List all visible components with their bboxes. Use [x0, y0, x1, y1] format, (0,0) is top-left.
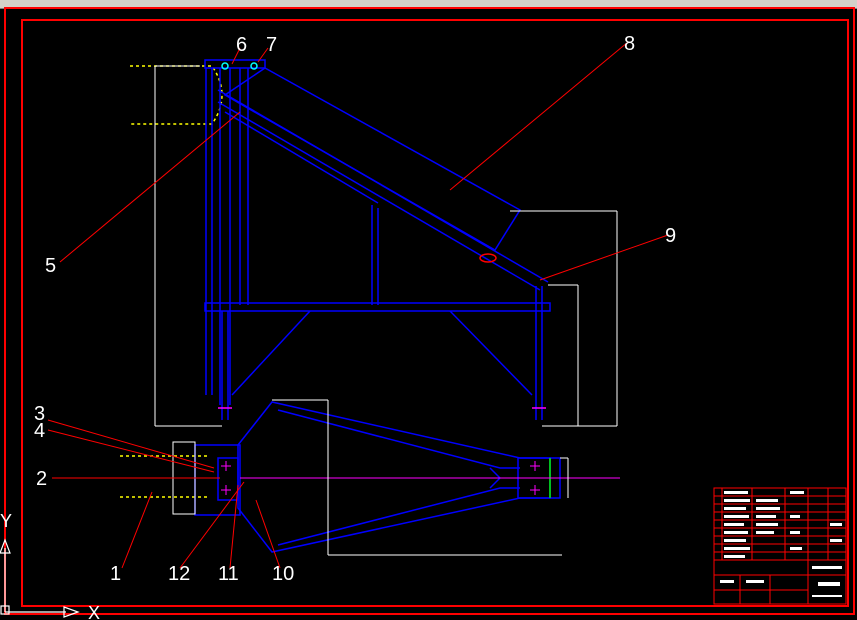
elevation-view — [130, 59, 551, 420]
chute-8 — [223, 67, 522, 252]
ucs-x-label: X — [88, 603, 100, 620]
plan-view — [120, 401, 561, 553]
callout-3: 3 — [34, 403, 45, 425]
title-block — [713, 487, 847, 605]
inner-frame — [21, 19, 849, 607]
callout-10: 10 — [272, 563, 294, 585]
callout-1: 1 — [110, 563, 121, 585]
callout-2: 2 — [36, 468, 47, 490]
ucs-y-label: Y — [0, 511, 12, 531]
plan-center-marks — [221, 461, 540, 495]
elevation-dimensions — [154, 65, 618, 427]
leader-lines — [47, 41, 669, 569]
callout-labels: 1 2 3 4 5 6 7 8 9 10 11 12 — [34, 33, 676, 585]
shaft-outline — [120, 455, 210, 498]
valve-9 — [479, 253, 497, 263]
bolt-6 — [221, 62, 229, 70]
callout-11: 11 — [218, 563, 239, 585]
top-plate — [204, 59, 266, 69]
callout-12: 12 — [168, 563, 190, 585]
title-block-text-blocks — [720, 491, 842, 597]
outer-frame — [4, 7, 855, 615]
callout-8: 8 — [624, 33, 635, 55]
hopper-outline — [130, 65, 223, 125]
callout-6: 6 — [236, 34, 247, 56]
callout-9: 9 — [665, 225, 676, 247]
callout-4: 4 — [34, 420, 45, 442]
bolt-7 — [250, 62, 258, 70]
callout-7: 7 — [266, 34, 277, 56]
callout-5: 5 — [45, 255, 56, 277]
ucs-icon — [0, 538, 80, 618]
